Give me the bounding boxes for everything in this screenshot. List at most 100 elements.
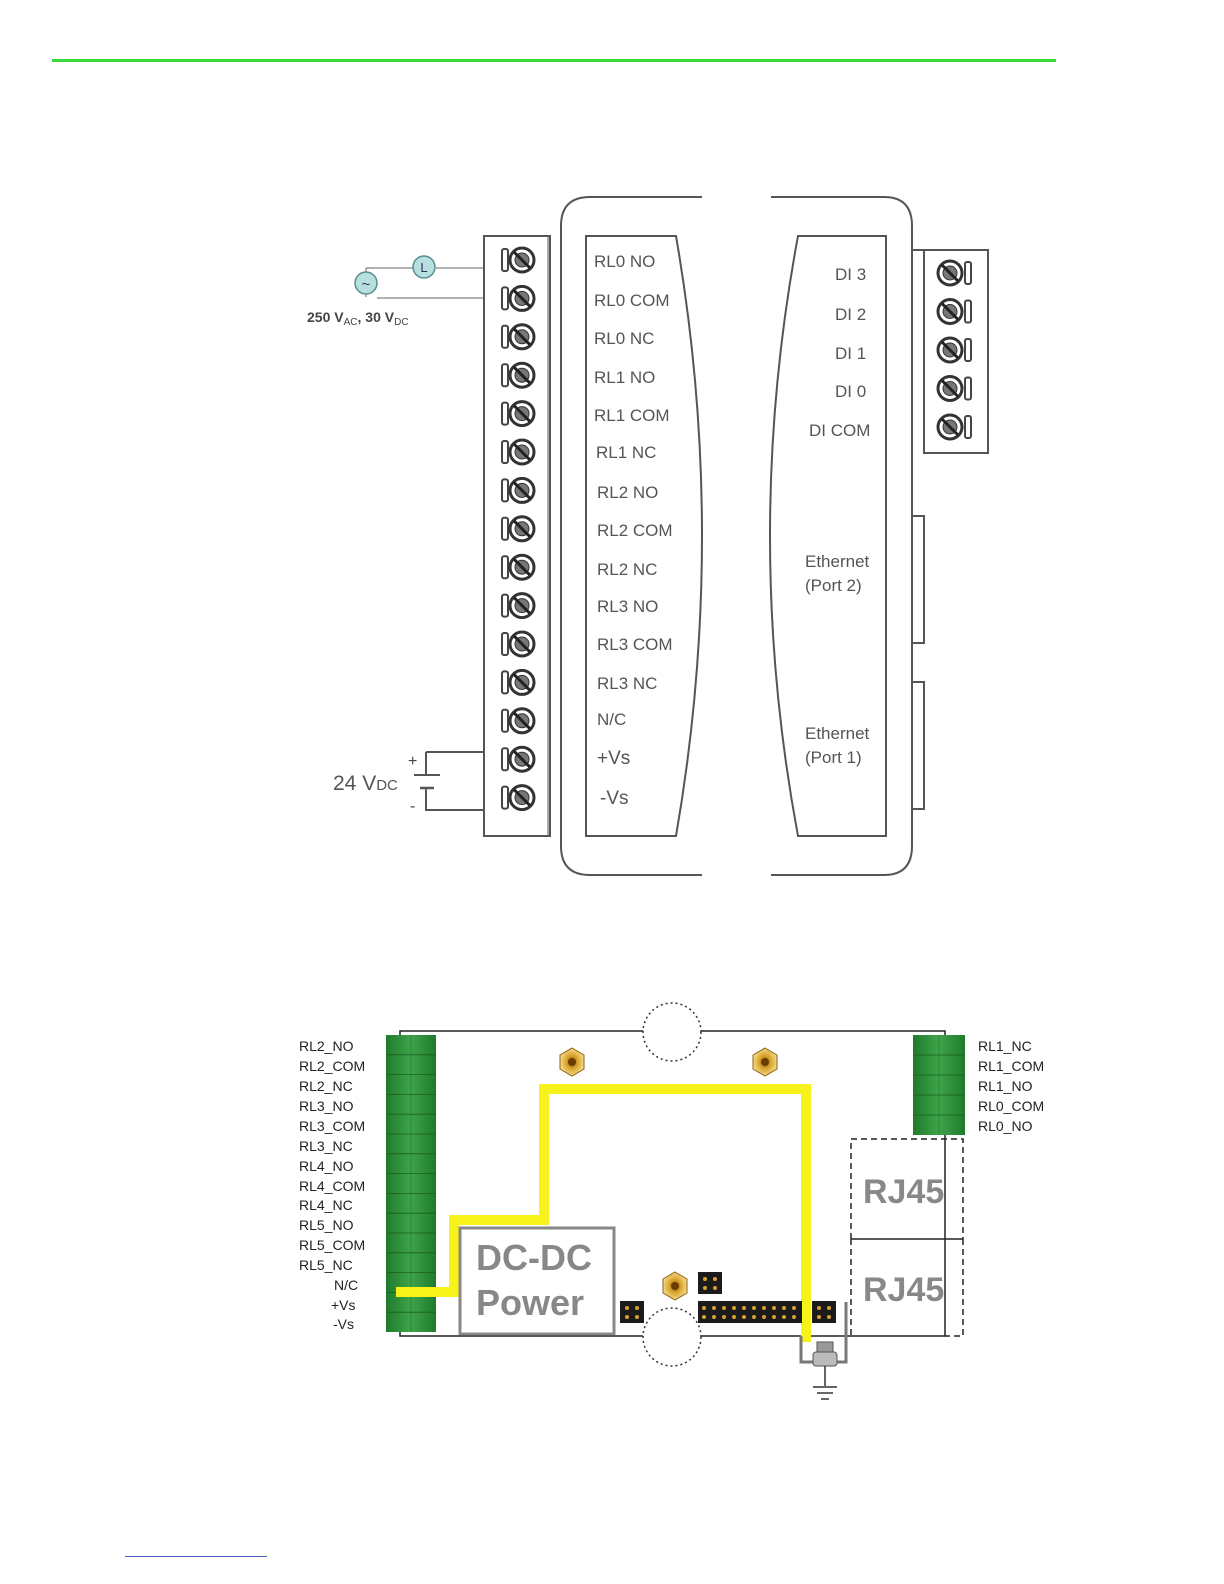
board-diagram: RJ45 RJ45 DC-DC Power [299, 1002, 1044, 1400]
board-right-label: RL1_NC [978, 1038, 1032, 1054]
terminal-screw-icon [501, 515, 536, 543]
module-housing [560, 196, 702, 876]
board-left-label: -Vs [333, 1316, 354, 1332]
yellow-trace [396, 1084, 811, 1342]
right-terminal-label: DI 3 [835, 265, 866, 284]
board-right-label: RL0_COM [978, 1098, 1044, 1114]
header-pin [792, 1306, 796, 1310]
mount-hole-bottom [642, 1307, 702, 1367]
ethernet-port1-label: Ethernet [805, 724, 870, 743]
terminal-screw-icon [501, 476, 536, 504]
board-left-label: +Vs [331, 1297, 356, 1313]
terminal-screw-icon [501, 553, 536, 581]
header-pin [712, 1315, 716, 1319]
jumper-header-icon [812, 1301, 836, 1323]
terminal-screw-icon [501, 400, 536, 428]
rj45-top-box [850, 1138, 964, 1239]
load-icon [412, 255, 436, 279]
header-pin [742, 1306, 746, 1310]
terminal-screw-icon [501, 707, 536, 735]
header-pin [782, 1306, 786, 1310]
ac-source-symbol: ~ [362, 276, 371, 293]
dc-supply-label: 24 VDC [333, 772, 398, 795]
left-terminal-label: RL0 COM [594, 291, 670, 310]
board-left-label: RL2_NO [299, 1038, 354, 1054]
terminal-screw-icon [936, 413, 972, 441]
relay-rating-label: 250 VAC, 30 VDC [307, 309, 409, 328]
header-pin [742, 1315, 746, 1319]
footer-link-underline [125, 1556, 267, 1557]
terminal-screw-icon [501, 745, 536, 773]
ground-symbol-icon [813, 1386, 837, 1400]
board-left-label: RL4_NO [299, 1158, 354, 1174]
ethernet-port2-label: (Port 2) [805, 576, 862, 595]
board-left-label: RL3_COM [299, 1118, 365, 1134]
terminal-screw-icon [936, 259, 972, 287]
terminal-screw-icon [501, 284, 536, 312]
terminal-screw-icon [501, 630, 536, 658]
left-terminal-label: RL2 NC [597, 560, 657, 579]
board-left-label: N/C [334, 1277, 358, 1293]
left-terminal-label: RL2 COM [597, 521, 673, 540]
header-pin [762, 1306, 766, 1310]
left-terminal-label: RL0 NO [594, 252, 655, 271]
header-pin [722, 1306, 726, 1310]
left-terminal-label: -Vs [600, 788, 629, 809]
standoff-nut-icon [752, 1047, 778, 1077]
board-left-label: RL4_NC [299, 1197, 353, 1213]
terminal-screw-icon [501, 784, 536, 812]
right-terminal-label: DI COM [809, 421, 870, 440]
header-pin [762, 1315, 766, 1319]
dc-plus-sign: + [408, 753, 417, 770]
header-rule [52, 59, 1056, 62]
left-terminal-label: RL1 NC [596, 443, 656, 462]
relay-load-wiring: L ~ 250 VAC, 30 VDC [307, 255, 484, 328]
ethernet-port1-tab [911, 681, 925, 810]
ethernet-port1-label: (Port 1) [805, 748, 862, 767]
header-pin [702, 1315, 706, 1319]
terminal-screw-icon [936, 336, 972, 364]
terminal-screw-icon [936, 375, 972, 402]
pin-header-icon [698, 1301, 802, 1323]
terminal-screw-icon [501, 361, 536, 389]
dcdc-label-line2: Power [476, 1282, 584, 1323]
ethernet-port2-label: Ethernet [805, 552, 870, 571]
right-terminal-label: DI 1 [835, 344, 866, 363]
header-pin [732, 1315, 736, 1319]
left-terminal-label: RL2 NO [597, 483, 658, 502]
left-terminal-label: RL1 COM [594, 406, 670, 425]
ac-source-icon [354, 271, 378, 295]
dc-minus-sign: - [410, 798, 415, 815]
board-left-label: RL3_NO [299, 1098, 354, 1114]
wiring-diagram: RL0 NO RL0 COM RL0 NC RL1 NO RL1 COM RL1… [307, 196, 989, 876]
standoff-nut-icon [662, 1271, 688, 1301]
load-symbol: L [420, 260, 427, 275]
left-terminal-label: RL3 NO [597, 597, 658, 616]
rj45-bottom-box [850, 1239, 964, 1337]
terminal-screw-icon [501, 668, 536, 696]
left-terminal-label: N/C [597, 710, 626, 729]
right-label-panel [769, 235, 887, 837]
left-terminal-label: +Vs [597, 748, 630, 769]
left-terminal-label: RL3 COM [597, 635, 673, 654]
board-left-label: RL5_NC [299, 1257, 353, 1273]
jumper-header-icon [698, 1272, 722, 1294]
header-pin [752, 1315, 756, 1319]
board-left-label: RL2_COM [299, 1058, 365, 1074]
standoff-nut-icon [559, 1047, 585, 1077]
right-terminal-label: DI 0 [835, 382, 866, 401]
jumper-header-icon [620, 1301, 644, 1323]
terminal-screw-icon [936, 298, 972, 325]
header-pin [702, 1306, 706, 1310]
terminal-screw-icon [501, 592, 536, 620]
header-pin [772, 1315, 776, 1319]
left-label-panel [585, 235, 703, 837]
ethernet-port2-tab [911, 515, 925, 644]
header-pin [792, 1315, 796, 1319]
terminal-screw-icon [501, 438, 536, 466]
board-right-label: RL0_NO [978, 1118, 1033, 1134]
board-left-label: RL4_COM [299, 1178, 365, 1194]
rj45-top-label: RJ45 [863, 1173, 944, 1211]
board-left-label: RL5_NO [299, 1217, 354, 1233]
